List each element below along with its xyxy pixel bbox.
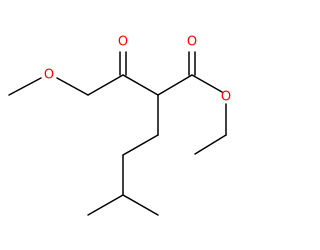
bond-branch-right <box>122 194 159 216</box>
molecule-structure: O O O O <box>8 35 231 216</box>
atom-label-layer: O O O O <box>44 35 231 105</box>
bond-ketone-c-alpha <box>122 74 159 96</box>
bond-branch-left <box>87 194 124 216</box>
atom-label-methoxy-o: O <box>44 68 54 83</box>
atom-label-ester-carbonyl-o: O <box>187 35 197 50</box>
bond-ester-c-o <box>191 74 223 93</box>
bond-ch2-ketone-c <box>87 74 124 96</box>
bond-chain-1-2 <box>122 134 159 156</box>
bond-alpha-ester-c <box>157 74 193 96</box>
bond-layer <box>8 51 227 216</box>
atom-label-ketone-o: O <box>118 35 128 50</box>
bond-methoxy-o-ch2 <box>56 77 89 96</box>
atom-label-ester-o: O <box>221 90 231 105</box>
bond-ethyl-ch2-ch3 <box>194 134 227 155</box>
bond-methyl-methoxy-o <box>8 77 42 96</box>
